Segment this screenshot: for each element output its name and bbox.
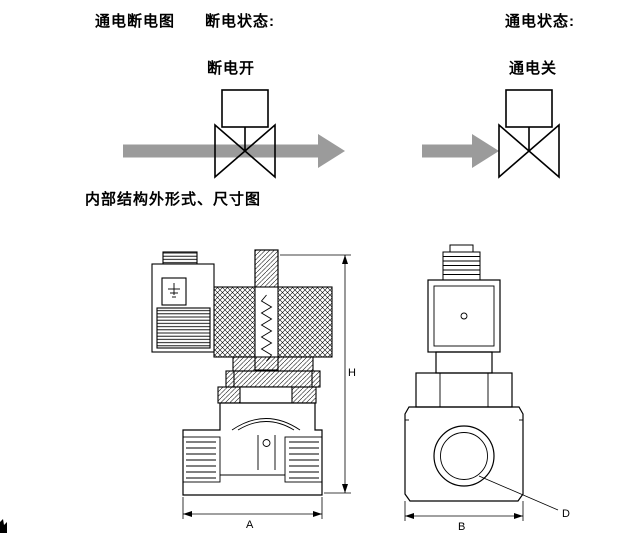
valve-body: [182, 402, 323, 496]
dimension-a-label: A: [246, 519, 254, 530]
dimension-b: B: [404, 501, 524, 533]
power-on-valve-symbol: [422, 89, 560, 179]
dimension-h-label: H: [348, 367, 356, 379]
dimension-d-label: D: [562, 508, 570, 520]
page-corner-artifact: [0, 519, 7, 533]
power-on-state-label: 通电状态:: [505, 13, 575, 30]
dimension-h: H: [280, 254, 356, 494]
actuator-box-icon: [505, 89, 553, 128]
armature-tube: [254, 249, 279, 371]
power-off-valve-symbol: [123, 89, 345, 179]
left-port: [182, 436, 221, 483]
hex-nut: [415, 372, 513, 408]
bonnet-flange: [217, 356, 321, 404]
valve-body-side: [404, 406, 524, 502]
plunger-spring: [260, 294, 273, 362]
power-on-valve-label: 通电关: [509, 60, 558, 77]
cable-gland: [442, 244, 481, 281]
power-off-state-label: 断电状态:: [205, 13, 275, 30]
dimension-a: A: [182, 497, 323, 530]
din-connector: [151, 251, 215, 353]
valve-bowtie-icon: [214, 123, 276, 179]
side-view-drawing: D B: [404, 244, 570, 533]
dimension-d-leader: D: [478, 475, 570, 520]
dimension-b-label: B: [458, 521, 465, 533]
blocked-flow-arrow-icon: [422, 134, 499, 168]
cross-section-drawing: H A: [151, 249, 356, 530]
power-off-valve-label: 断电开: [207, 60, 256, 77]
flow-through-arrow-icon: [123, 134, 345, 168]
port-circle: [433, 425, 495, 487]
actuator-box-icon: [221, 89, 269, 128]
coil-housing: [427, 279, 501, 374]
valve-bowtie-icon: [498, 123, 560, 179]
section-title: 内部结构外形式、尺寸图: [85, 191, 262, 208]
diagram-title: 通电断电图: [95, 13, 176, 30]
right-port: [284, 436, 323, 483]
